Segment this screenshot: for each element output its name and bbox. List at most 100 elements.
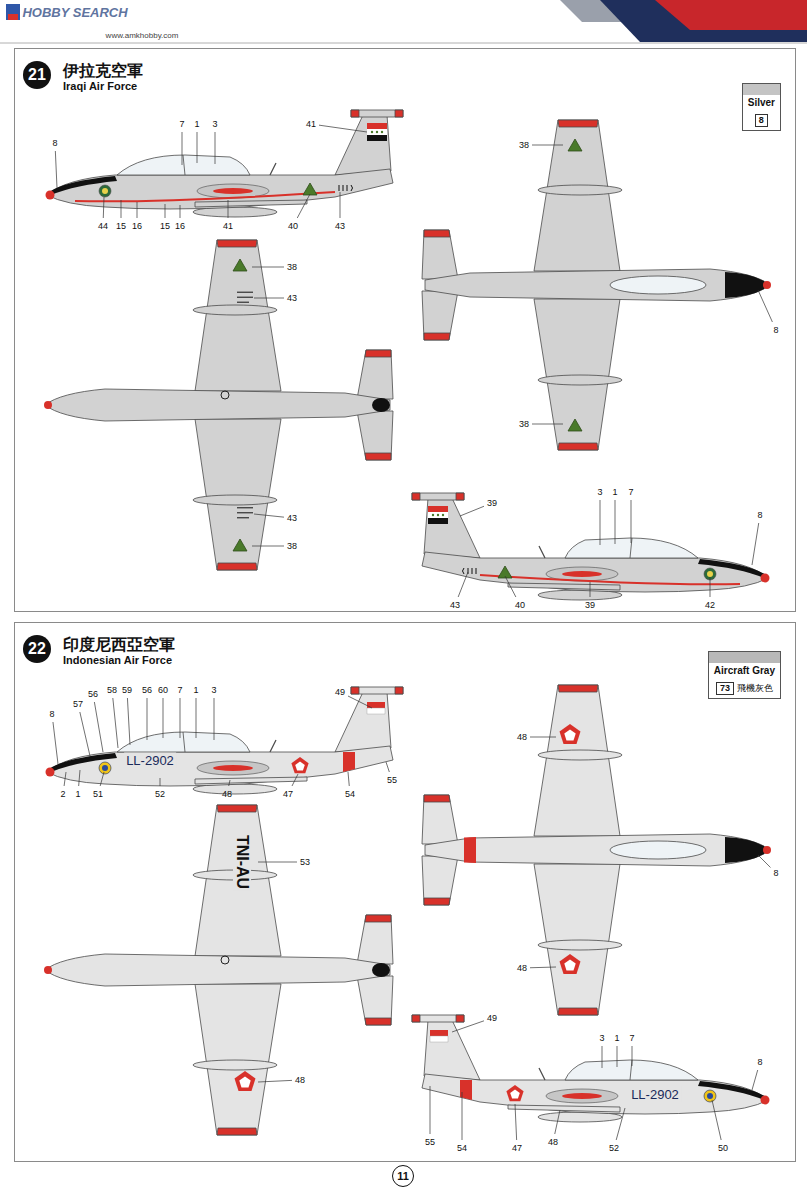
flag-stripe	[367, 135, 387, 141]
label-anchor: TNI-AU	[233, 833, 251, 891]
leader-line	[252, 267, 284, 268]
callout-number: 7	[629, 1033, 634, 1043]
leader-line	[515, 1104, 517, 1140]
paint-chip: Aircraft Gray73飛機灰色	[708, 651, 781, 699]
label-anchor: 15	[160, 221, 170, 231]
callout-number: 43	[450, 600, 460, 610]
node-text: 8	[755, 114, 768, 127]
wing-tip	[558, 120, 598, 127]
tailplane-tip	[395, 110, 403, 117]
nose-tip	[46, 191, 55, 200]
leader-line	[458, 572, 468, 597]
label-anchor: 3	[211, 685, 216, 695]
leader-line	[196, 698, 197, 738]
label-anchor: 8	[49, 709, 54, 719]
label-anchor: 40	[288, 221, 298, 231]
exhaust	[372, 963, 390, 977]
label-anchor: 56	[142, 685, 152, 695]
callout-number: 38	[519, 140, 529, 150]
flag-star	[432, 514, 434, 516]
canopy-frame	[183, 732, 185, 752]
callout-number: 1	[193, 685, 198, 695]
callout-number: 47	[283, 789, 293, 799]
label-anchor: 8	[52, 138, 57, 148]
air-intake	[197, 761, 269, 775]
nose-tip	[44, 401, 52, 409]
nose-tip	[44, 966, 52, 974]
leader-line	[165, 204, 166, 218]
tailplane	[412, 1015, 464, 1022]
label-anchor: 42	[705, 600, 715, 610]
nose-tip	[763, 846, 771, 854]
scheme-panel: 伊拉克空軍Iraqi Air Force21Silver8	[14, 48, 796, 612]
canopy	[117, 732, 250, 752]
callout-number: 7	[177, 685, 182, 695]
drop-tank	[193, 1060, 277, 1070]
leader-line	[113, 698, 118, 748]
label-anchor: 38	[519, 419, 529, 429]
label-anchor: 16	[175, 221, 185, 231]
antenna	[539, 1068, 545, 1080]
label-anchor: LL-2902	[629, 1087, 681, 1102]
label-anchor: 38	[287, 541, 297, 551]
flag-stripe	[428, 518, 448, 524]
nose-tip	[763, 281, 771, 289]
aircraft-side-view	[46, 110, 404, 217]
flag-star	[437, 514, 439, 516]
label-anchor: 54	[345, 789, 355, 799]
anti-glare-panel	[725, 837, 764, 863]
label-anchor: 39	[487, 498, 497, 508]
leader-line	[758, 855, 770, 867]
label-anchor: 48	[517, 963, 527, 973]
flag-star	[442, 514, 444, 516]
nose-badge	[707, 1093, 713, 1099]
label-anchor: 7	[177, 685, 182, 695]
aircraft-bottom-view	[44, 805, 393, 1135]
nose-badge	[707, 571, 713, 577]
canopy	[610, 841, 706, 859]
callout-number: 40	[288, 221, 298, 231]
label-anchor: 1	[614, 1033, 619, 1043]
leader-line	[752, 523, 759, 565]
label-anchor: 49	[487, 1013, 497, 1023]
fuselage	[425, 834, 770, 866]
tailplane-tip	[365, 1018, 391, 1025]
leader-line	[297, 194, 310, 218]
logo-mark	[8, 14, 18, 20]
callout-number: 16	[132, 221, 142, 231]
label-anchor: 1	[75, 789, 80, 799]
tailplane-tip	[351, 110, 359, 117]
leader-line	[319, 125, 367, 132]
leader-line	[180, 698, 181, 738]
leader-line	[182, 132, 183, 165]
wing-tip	[558, 685, 598, 692]
label-anchor: 38	[519, 140, 529, 150]
tailplane-tip	[365, 350, 391, 357]
flag-stripe	[428, 506, 448, 512]
tailplane-tip	[424, 333, 450, 340]
leader-lines	[53, 125, 772, 1140]
callout-number: 58	[107, 685, 117, 695]
label-anchor: 39	[585, 600, 595, 610]
fuselage-stripe	[480, 575, 740, 584]
leader-line	[254, 298, 284, 299]
roundel-triangle	[303, 183, 317, 195]
callout-number: 48	[548, 1137, 558, 1147]
label-anchor: 40	[515, 600, 525, 610]
wing	[534, 864, 620, 1015]
tailplane	[422, 230, 458, 279]
drop-tank	[538, 185, 622, 195]
nose-badge	[99, 185, 111, 197]
page-number: 11	[392, 1165, 414, 1187]
label-anchor: 1	[193, 685, 198, 695]
intake-marking	[562, 571, 602, 577]
callout-number: 3	[211, 685, 216, 695]
callout-number: 55	[425, 1137, 435, 1147]
label-anchor: 8	[773, 325, 778, 335]
callout-number: 15	[116, 221, 126, 231]
tail-fin	[424, 498, 480, 558]
tailplane-tip	[424, 230, 450, 237]
leader-line	[228, 200, 229, 218]
